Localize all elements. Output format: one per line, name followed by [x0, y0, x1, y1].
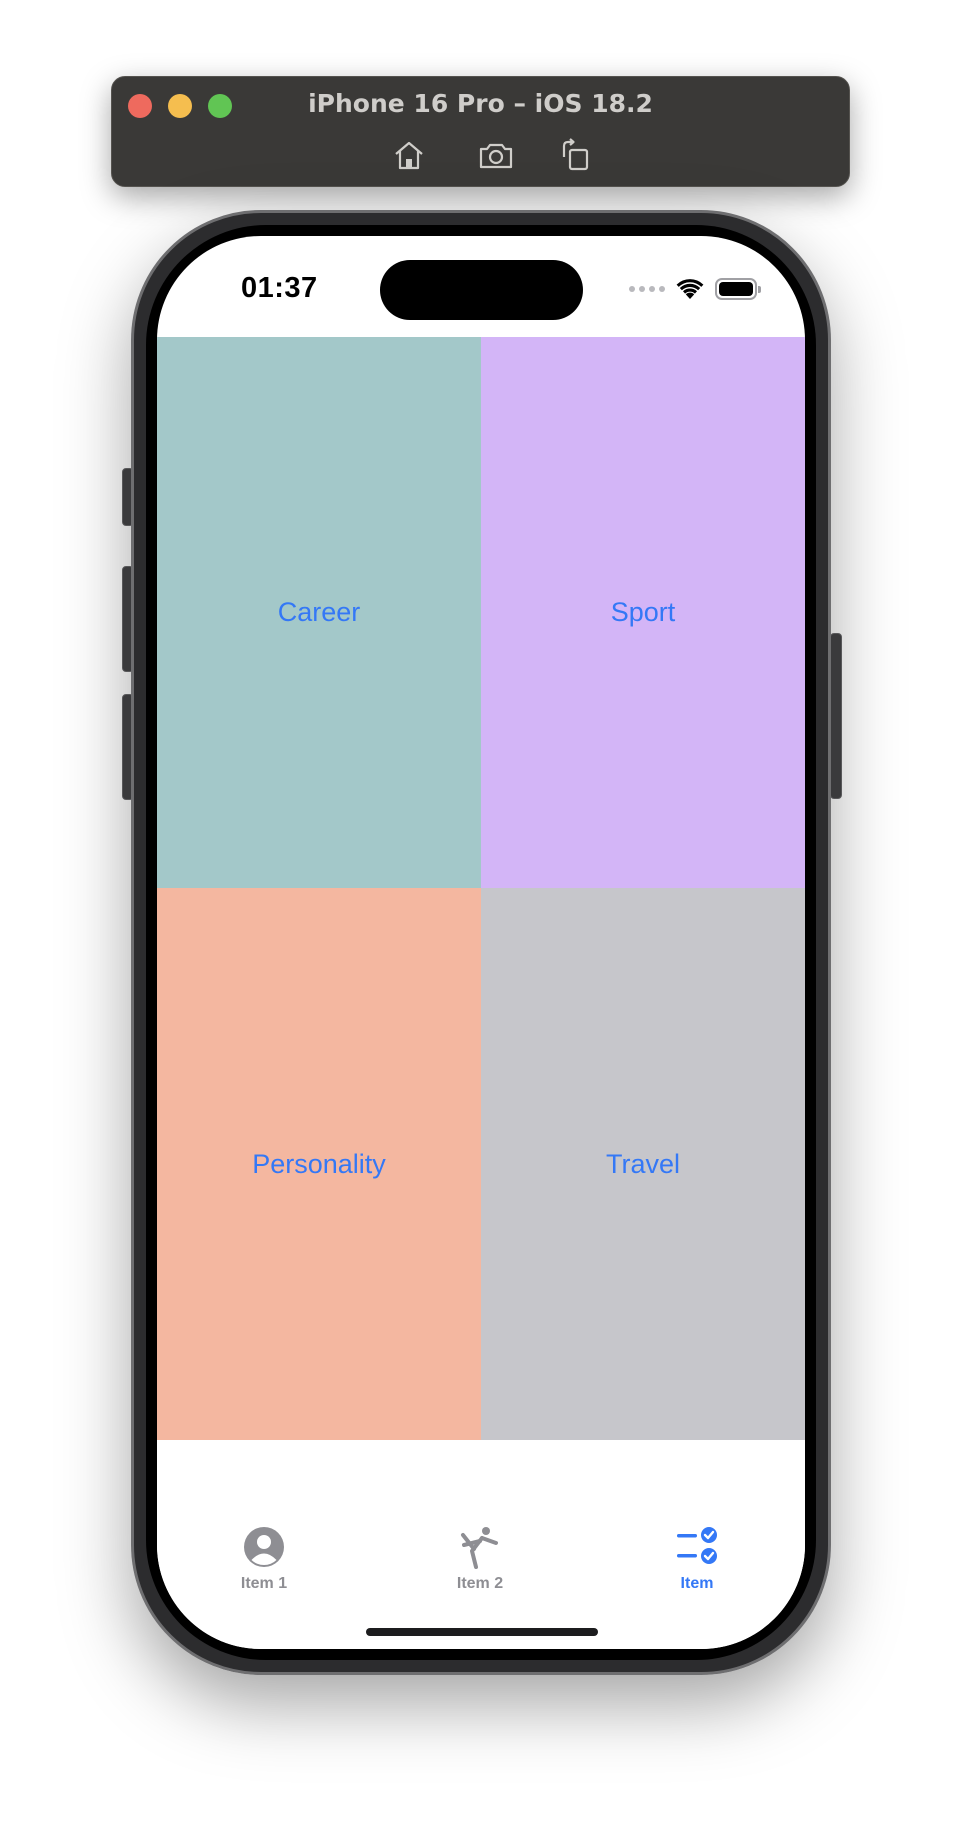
tile-personality[interactable]: Personality	[157, 888, 481, 1440]
figure-kickboxing-icon	[458, 1525, 502, 1569]
tile-label: Personality	[252, 1148, 386, 1179]
tab-item-2[interactable]: Item 2	[420, 1525, 540, 1593]
minimize-window-button[interactable]	[168, 94, 192, 118]
tile-label: Career	[277, 597, 361, 627]
tile-career[interactable]: Career	[157, 337, 481, 888]
checklist-icon	[675, 1525, 719, 1569]
dynamic-island	[380, 260, 583, 320]
simulator-title: iPhone 16 Pro – iOS 18.2	[308, 89, 653, 118]
device-screen: 01:37 Career	[157, 236, 805, 1649]
wifi-icon	[675, 277, 705, 301]
home-indicator[interactable]	[366, 1628, 598, 1636]
tab-item-3[interactable]: Item	[637, 1525, 757, 1593]
battery-icon	[715, 278, 761, 300]
zoom-window-button[interactable]	[208, 94, 232, 118]
screenshot-icon[interactable]	[478, 137, 514, 173]
tab-bar: Item 1 Item 2	[157, 1440, 805, 1649]
status-time: 01:37	[241, 272, 318, 304]
tile-sport[interactable]: Sport	[481, 337, 805, 888]
side-button[interactable]	[830, 633, 842, 799]
tile-travel[interactable]: Travel	[481, 888, 805, 1440]
simulator-title-bar: iPhone 16 Pro – iOS 18.2	[111, 76, 850, 187]
tab-item-1[interactable]: Item 1	[204, 1525, 324, 1593]
rotate-icon[interactable]	[558, 137, 594, 173]
status-icons	[629, 276, 761, 302]
category-grid: Career Sport Personality Travel	[157, 337, 805, 1440]
cellular-signal-icon	[629, 286, 665, 292]
close-window-button[interactable]	[128, 94, 152, 118]
person-circle-icon	[242, 1525, 286, 1569]
home-icon[interactable]	[391, 137, 427, 173]
tile-label: Travel	[605, 1148, 680, 1179]
tab-label: Item 2	[456, 1575, 504, 1592]
tab-label: Item	[680, 1575, 714, 1592]
tab-label: Item 1	[240, 1575, 288, 1592]
tile-label: Sport	[610, 597, 676, 627]
